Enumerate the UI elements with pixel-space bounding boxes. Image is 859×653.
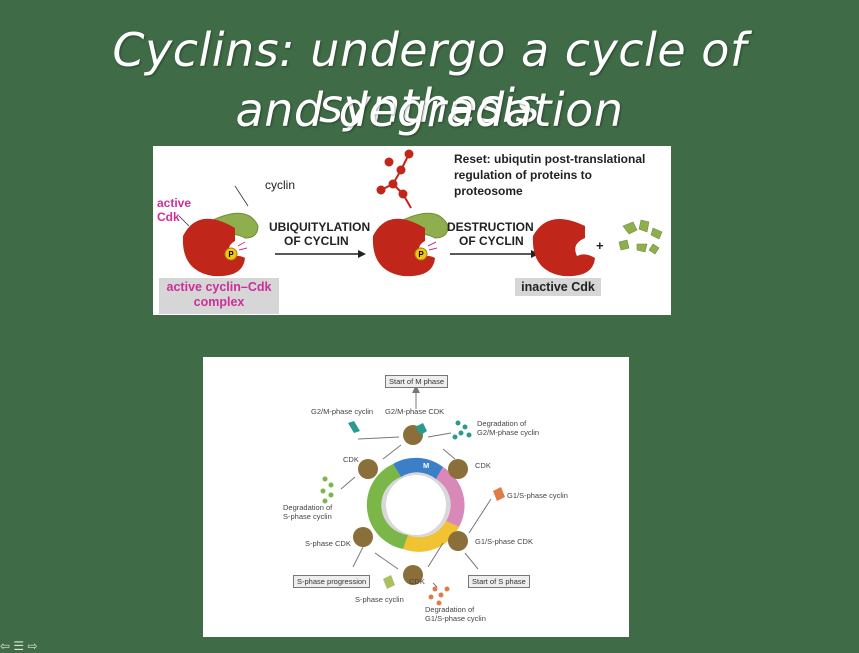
start-m-phase-box: Start of M phase: [385, 375, 449, 388]
cdk-bottom-label: CDK: [409, 577, 425, 586]
active-cdk-label-line-1: active: [157, 196, 192, 210]
start-m-phase-label: Start of M phase: [389, 377, 445, 386]
deg-g1s-line-2: G1/S-phase cyclin: [425, 614, 486, 623]
plus-sign: +: [596, 238, 604, 253]
cell-cycle-diagram: [320, 385, 505, 606]
inactive-cdk-label: inactive Cdk: [521, 280, 595, 294]
s-phase-progression-label: S-phase progression: [297, 577, 367, 586]
deg-g1s-line-1: Degradation of: [425, 605, 475, 614]
g2m-cdk-label: G2/M-phase CDK: [385, 407, 445, 416]
slide-title-line-1: Cyclins: undergo a cycle of synthesis: [112, 23, 747, 133]
ubiquitylation-figure: P P: [153, 146, 671, 315]
cdk-right-label: CDK: [475, 461, 491, 470]
cdk-left-label: CDK: [343, 455, 359, 464]
g1s-cdk-label: G1/S-phase CDK: [475, 537, 533, 546]
deg-g2m-line-1: Degradation of: [477, 419, 527, 428]
inactive-cdk-box: inactive Cdk: [515, 278, 601, 296]
cyclin-cdk-cycle-figure: Start of M phase G2/M-phase cyclin G2/M-…: [203, 357, 629, 637]
reset-note-line-3: proteosome: [454, 184, 523, 198]
m-phase-label: M: [423, 461, 430, 470]
destruction-label-line-2: OF CYCLIN: [459, 234, 524, 248]
svg-text:P: P: [418, 250, 424, 259]
start-s-phase-label: Start of S phase: [472, 577, 526, 586]
deg-s-line-2: S-phase cyclin: [283, 512, 332, 521]
active-complex-line-2: complex: [193, 295, 245, 309]
reset-note-line-2: regulation of proteins to: [454, 168, 592, 182]
svg-text:P: P: [228, 250, 234, 259]
ubiquitylation-label-line-2: OF CYCLIN: [284, 234, 349, 248]
s-phase-cyclin-label: S-phase cyclin: [355, 595, 404, 604]
s-phase-cdk-label: S-phase CDK: [305, 539, 351, 548]
slide-navigation-icons[interactable]: ⇦ ☰ ⇨: [0, 639, 38, 653]
deg-s-line-1: Degradation of: [283, 503, 333, 512]
slide-title-line-2: and degradation: [235, 83, 624, 137]
active-complex-line-1: active cyclin–Cdk: [166, 280, 272, 294]
g1s-cyclin-label: G1/S-phase cyclin: [507, 491, 568, 500]
active-complex-box: active cyclin–Cdk complex: [159, 278, 279, 314]
deg-g2m-line-2: G2/M-phase cyclin: [477, 428, 540, 437]
s-phase-progression-box: S-phase progression: [293, 575, 371, 588]
reset-note-line-1: Reset: ubiqutin post-translational: [454, 152, 646, 166]
active-cdk-label-line-2: Cdk: [157, 210, 180, 224]
ubiquitylation-diagram: P P: [178, 149, 663, 277]
cyclin-label: cyclin: [265, 178, 296, 192]
g2m-cyclin-label: G2/M-phase cyclin: [311, 407, 374, 416]
destruction-label-line-1: DESTRUCTION: [447, 220, 534, 234]
start-s-phase-box: Start of S phase: [468, 575, 530, 588]
ubiquitylation-label-line-1: UBIQUITYLATION: [269, 220, 371, 234]
